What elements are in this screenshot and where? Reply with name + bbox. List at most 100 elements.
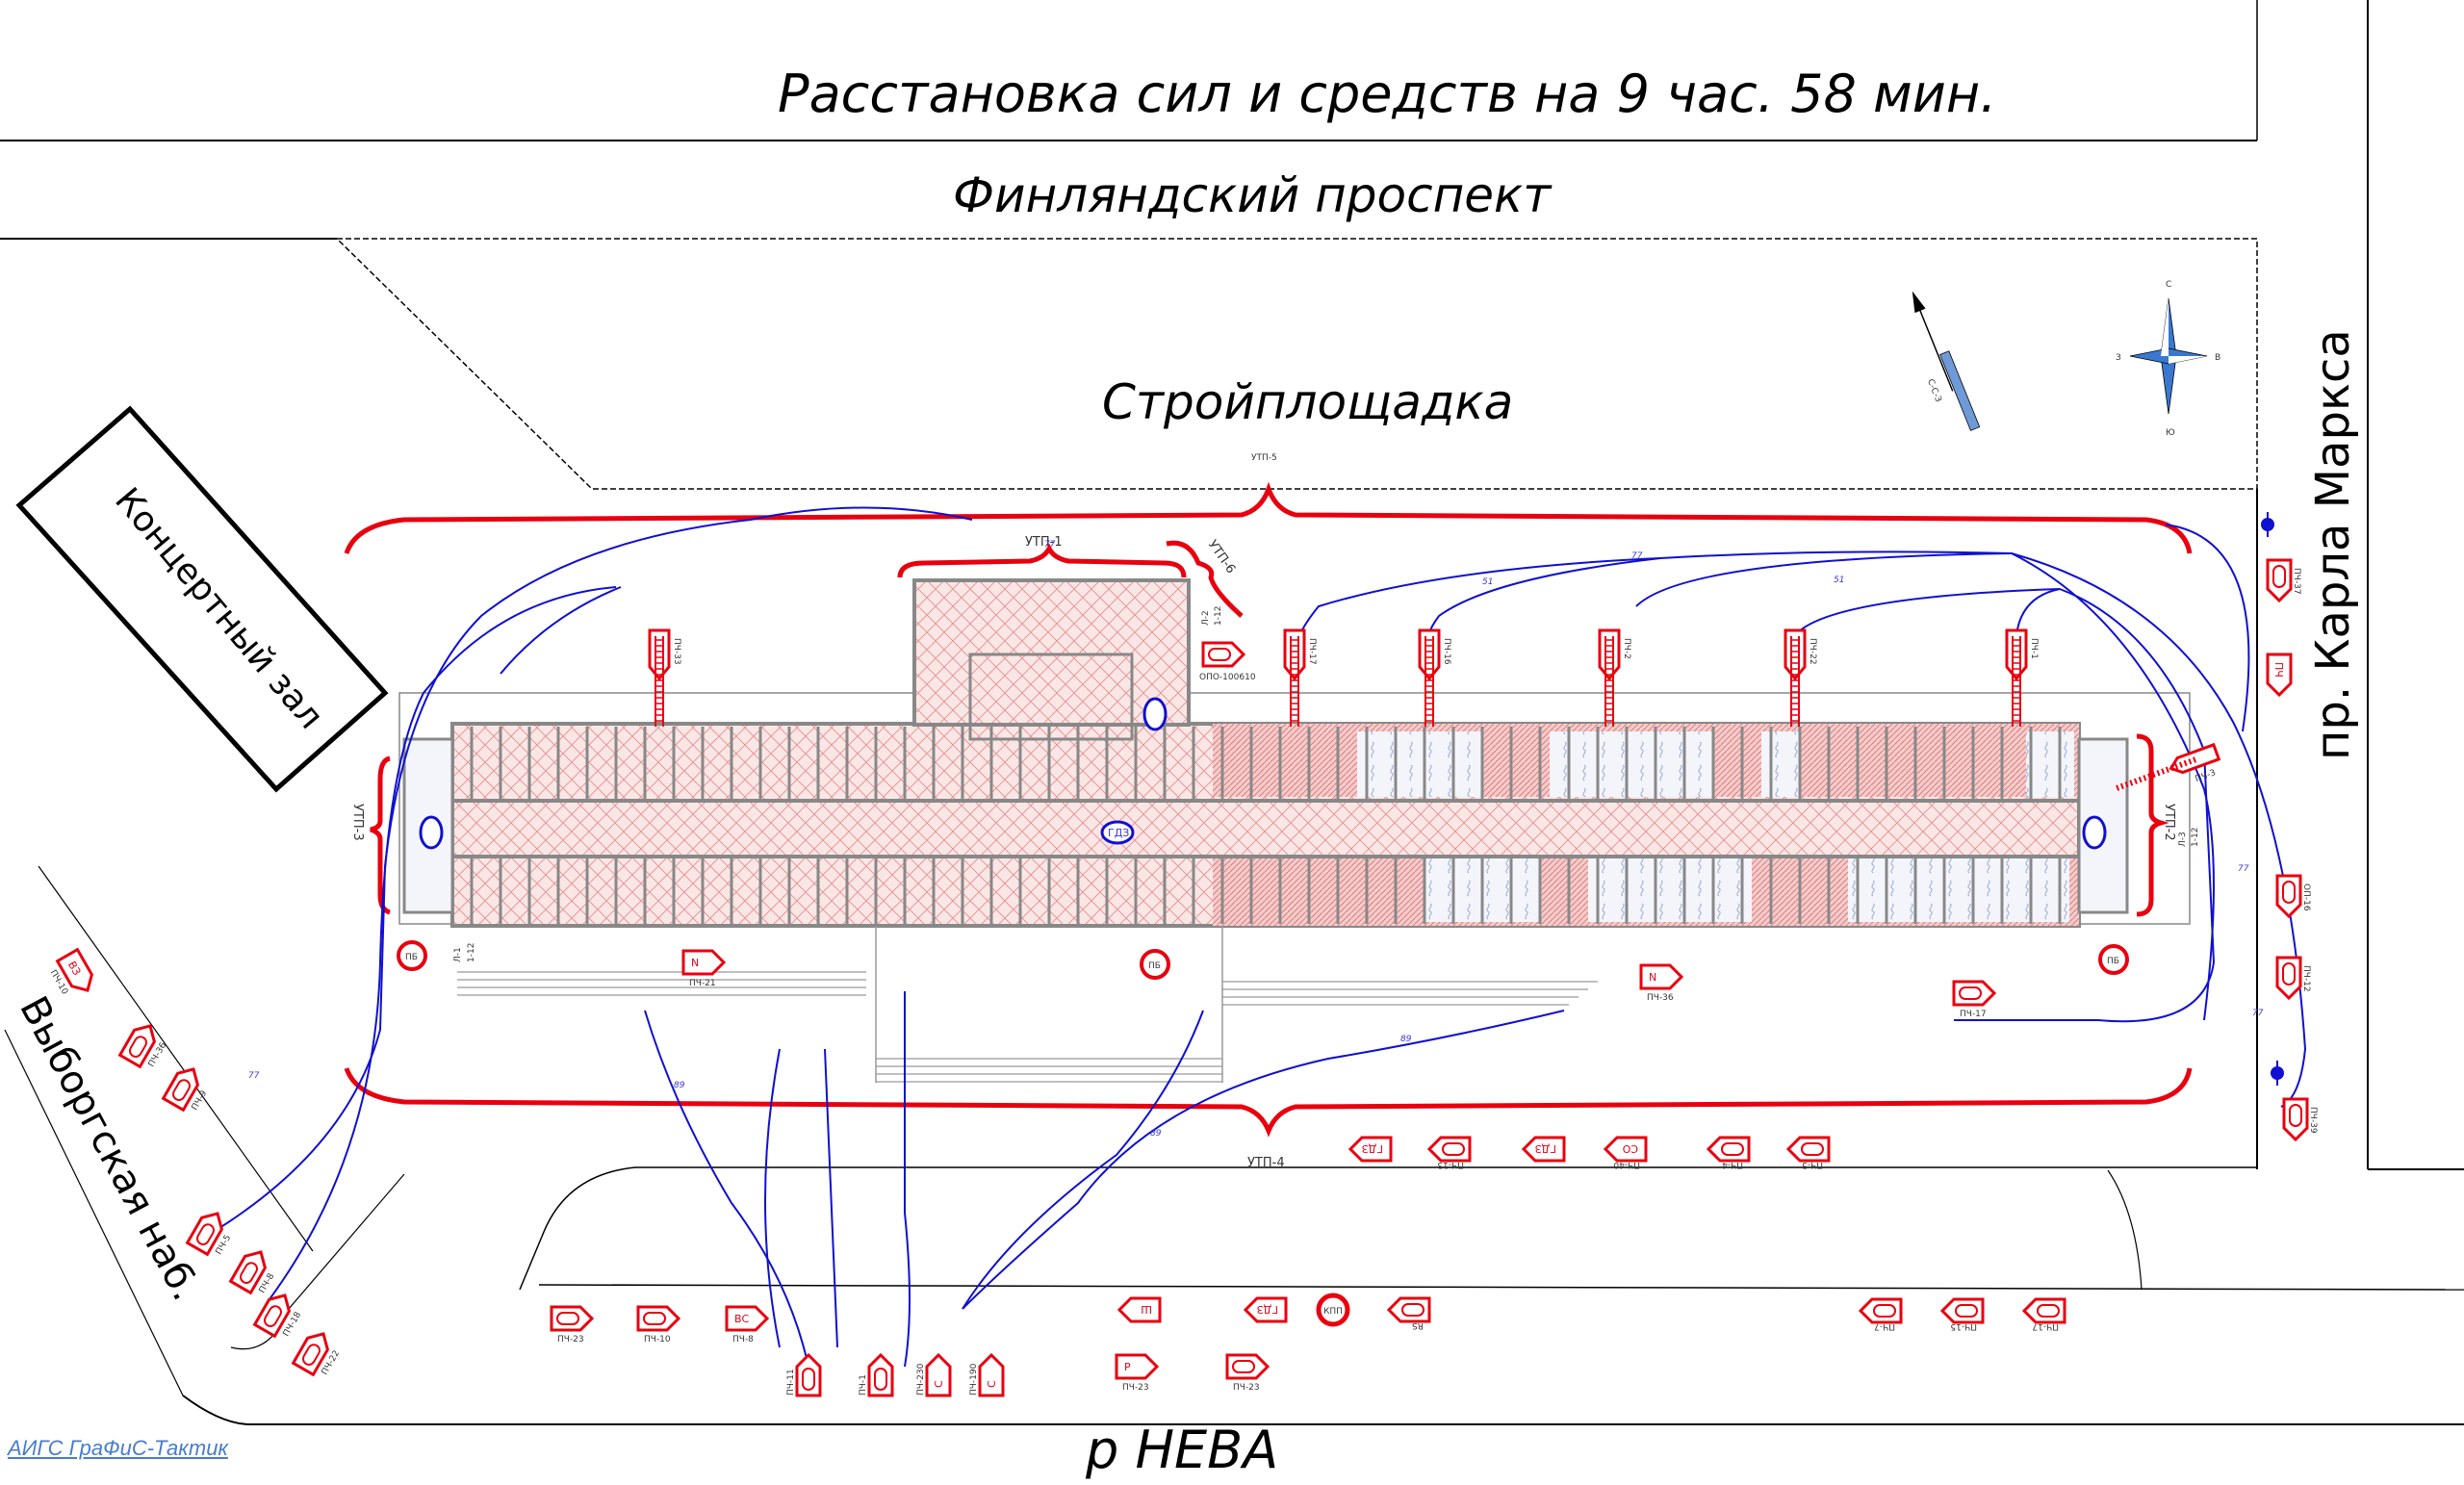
fire-unit: N ПЧ-36: [1639, 963, 1684, 1003]
fire-unit: ПЧ-39: [2282, 1097, 2318, 1142]
unit-label: ОП-16: [2301, 883, 2311, 911]
unit-code: Ш: [1141, 1303, 1152, 1316]
ladder-label: ПЧ-1: [2029, 638, 2039, 659]
fire-unit: ПЧ-5: [1785, 1136, 1831, 1169]
unit-label: ПЧ-15: [1950, 1321, 1977, 1331]
unit-code: ГДЗ: [1257, 1303, 1278, 1316]
fire-unit: СПЧ-190: [969, 1352, 1005, 1397]
unit-label: ПЧ-23: [1233, 1383, 1260, 1393]
fire-unit: RS: [1386, 1296, 1431, 1330]
concert-hall: Концертный зал: [15, 405, 389, 793]
sector-label-utp3: УТП-3: [350, 804, 365, 841]
fire-unit: ПЧ-12: [2275, 956, 2311, 1001]
fire-unit: ПЧ-22: [291, 1332, 342, 1377]
svg-text:77: 77: [2252, 1009, 2264, 1018]
unit-label: ПЧ-4: [1722, 1160, 1743, 1169]
street-west: Выборгская наб.: [11, 989, 208, 1308]
fire-unit: ПЧ-36: [117, 1024, 168, 1069]
unit-label: ПЧ-13: [1437, 1160, 1464, 1169]
unit-code: ПЧ: [2272, 662, 2285, 678]
svg-text:89: 89: [1150, 1129, 1162, 1139]
pb-posts: ПБ ПБ ПБ: [397, 940, 2129, 980]
unit-code: С: [933, 1380, 945, 1388]
unit-label: RS: [1412, 1320, 1424, 1330]
fire-unit: ПЧ-18: [252, 1293, 303, 1339]
svg-text:ПБ: ПБ: [405, 953, 418, 962]
south-road: р НЕВА: [182, 1166, 2464, 1480]
ladder-truck: ПЧ-2: [1598, 628, 1631, 727]
ladder-truck: ПЧ-16: [1418, 628, 1451, 727]
fire-unit: ПЧ-37: [2266, 558, 2301, 603]
unit-label: ПЧ-21: [689, 979, 716, 988]
unit-label: ПЧ-36: [1647, 993, 1674, 1003]
construction-site-label: Стройплощадка: [1102, 374, 1513, 430]
svg-text:1-12: 1-12: [1214, 606, 1223, 626]
svg-text:51: 51: [1482, 577, 1493, 587]
fire-unit: ПЧ-9: [161, 1067, 209, 1113]
fire-unit: ПЧ-17: [2021, 1297, 2066, 1331]
ladder-label: ПЧ-17: [1307, 638, 1317, 665]
svg-text:1-12: 1-12: [2191, 828, 2200, 847]
fire-unit: ГДЗ: [1243, 1296, 1288, 1323]
unit-label: ПЧ-17: [1960, 1010, 1987, 1019]
svg-text:ПБ: ПБ: [1148, 961, 1161, 971]
gdz-post: ГДЗ: [419, 697, 2107, 850]
unit-label: ПЧ-12: [2301, 965, 2311, 992]
building: [398, 578, 2191, 1083]
unit-code: ВЗ: [65, 960, 84, 978]
svg-text:89: 89: [1400, 1035, 1412, 1044]
unit-code: ГДЗ: [1535, 1142, 1556, 1155]
svg-text:89: 89: [674, 1081, 685, 1090]
fire-unit: ПЧ-23: [550, 1305, 595, 1344]
fire-unit: ГДЗ: [1348, 1136, 1393, 1163]
svg-text:Л-1: Л-1: [453, 947, 463, 962]
unit-label: ПЧ-230: [916, 1363, 926, 1395]
callout-l1: Л-1 1-12: [453, 943, 476, 962]
unit-label: ПЧ-8: [732, 1335, 754, 1344]
unit-label: ПЧ-23: [557, 1335, 584, 1344]
north-road: Финляндский проспект: [0, 167, 1553, 240]
east-street: пр. Карла Маркса: [2256, 329, 2464, 1170]
page-title: Расстановка сил и средств на 9 час. 58 м…: [778, 64, 1996, 124]
fire-unit: ОПО-100610: [1199, 641, 1256, 682]
svg-text:ПБ: ПБ: [2107, 957, 2119, 966]
ladder-label: ПЧ-22: [1808, 638, 1817, 665]
callout-l3: Л-3 1-12: [2178, 828, 2200, 847]
ladder-label: ПЧ-2: [1622, 638, 1631, 659]
fire-unit: Р ПЧ-23: [1115, 1353, 1160, 1393]
title-frame: Расстановка сил и средств на 9 час. 58 м…: [0, 0, 2369, 1169]
svg-text:77: 77: [248, 1071, 260, 1081]
hose-lines: [196, 506, 2307, 1368]
ladder-label: ПЧ-33: [672, 638, 681, 665]
street-north: Финляндский проспект: [953, 167, 1553, 223]
ladder-truck: ПЧ-22: [1784, 628, 1817, 727]
fire-unit: ПЧ-1: [859, 1352, 894, 1397]
unit-label: ПЧ-23: [1122, 1383, 1149, 1393]
svg-text:77: 77: [2238, 864, 2249, 874]
fire-unit: NПЧ-21: [681, 949, 727, 988]
unit-label: ПЧ-37: [2292, 568, 2301, 595]
checkpoint: КПП: [1316, 1293, 1350, 1327]
fire-unit: ОП-16: [2275, 874, 2311, 919]
fire-unit: ВС ПЧ-8: [725, 1305, 770, 1344]
compass-e: В: [2215, 353, 2220, 363]
unit-code: С: [986, 1380, 998, 1388]
unit-code: ВС: [734, 1313, 750, 1325]
compass-rose: С Ю З В: [2116, 280, 2220, 438]
hydrant-icon: [2261, 512, 2284, 1086]
svg-text:77: 77: [1631, 551, 1643, 561]
hose-numbers: 77 51 51 77 89 89 89 77 77 77: [248, 540, 2264, 1139]
compass-w: З: [2116, 353, 2121, 363]
fire-unit: ПЧ-13: [1426, 1136, 1472, 1169]
unit-code: Р: [1124, 1361, 1131, 1373]
ladder-label: ПЧ-16: [1442, 638, 1451, 665]
wind-arrow-icon: С-С-З: [1912, 291, 1981, 431]
callout-l2: Л-2 1-12: [1201, 606, 1223, 626]
ladder-truck: ПЧ-17: [1283, 628, 1317, 727]
svg-text:Л-2: Л-2: [1201, 610, 1211, 626]
unit-label: ПЧ-10: [644, 1335, 671, 1344]
fire-unit: Ш: [1116, 1296, 1162, 1323]
unit-code: N: [1649, 971, 1656, 984]
